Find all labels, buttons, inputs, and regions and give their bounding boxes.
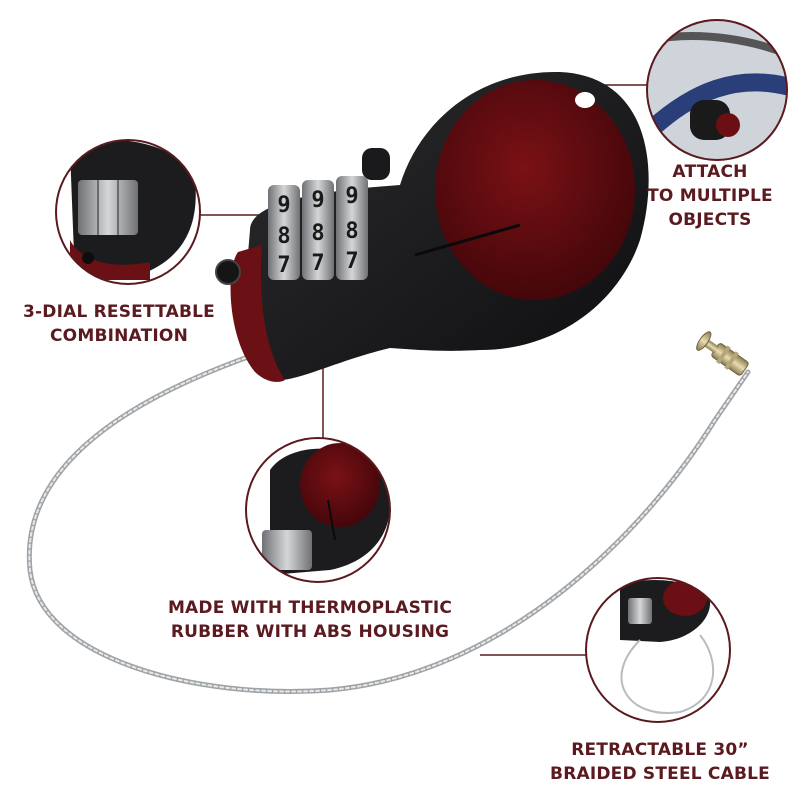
inset-dials bbox=[55, 139, 201, 285]
callout-dial-line2: COMBINATION bbox=[50, 326, 188, 346]
dial-3-top: 9 bbox=[345, 184, 358, 209]
inset-material bbox=[245, 437, 391, 583]
callout-cable-line2: BRAIDED STEEL CABLE bbox=[550, 764, 770, 784]
callout-attach-line3: OBJECTS bbox=[668, 210, 752, 230]
inset-attach bbox=[646, 19, 788, 161]
dial-3-bottom: 7 bbox=[345, 249, 358, 274]
callout-material: MADE WITH THERMOPLASTIC RUBBER WITH ABS … bbox=[140, 596, 480, 644]
callout-dial: 3-DIAL RESETTABLE COMBINATION bbox=[14, 300, 224, 348]
callout-attach-line1: ATTACH bbox=[672, 162, 748, 182]
cable-end-fitting bbox=[696, 331, 749, 376]
dial-2-top: 9 bbox=[311, 188, 324, 213]
reset-button bbox=[215, 259, 241, 285]
callout-material-line2: RUBBER WITH ABS HOUSING bbox=[170, 622, 450, 642]
cable-slot bbox=[414, 223, 521, 257]
dial-2-bottom: 7 bbox=[311, 251, 324, 276]
dial-3-mid: 8 bbox=[345, 219, 358, 244]
red-insert bbox=[435, 80, 635, 300]
callout-cable-line1: RETRACTABLE 30” bbox=[571, 740, 749, 760]
dial-2-mid: 8 bbox=[311, 221, 324, 246]
dial-1-bottom: 7 bbox=[277, 253, 290, 278]
combination-dials: 9 9 9 8 8 8 7 7 7 bbox=[268, 176, 368, 280]
steel-cable bbox=[26, 347, 751, 694]
callout-dial-line1: 3-DIAL RESETTABLE bbox=[22, 302, 215, 322]
inset-cable bbox=[585, 577, 731, 723]
lock-body bbox=[215, 71, 649, 382]
dial-3 bbox=[336, 176, 368, 280]
dial-1-mid: 8 bbox=[277, 224, 290, 249]
mounting-hole bbox=[575, 92, 595, 108]
release-button bbox=[362, 148, 390, 180]
callout-cable: RETRACTABLE 30” BRAIDED STEEL CABLE bbox=[520, 738, 800, 786]
callout-attach: ATTACH TO MULTIPLE OBJECTS bbox=[630, 160, 790, 232]
callout-material-line1: MADE WITH THERMOPLASTIC bbox=[167, 598, 453, 618]
callout-attach-line2: TO MULTIPLE bbox=[647, 186, 773, 206]
dial-1-top: 9 bbox=[277, 193, 290, 218]
dial-2 bbox=[302, 180, 334, 280]
dial-1 bbox=[268, 185, 300, 280]
